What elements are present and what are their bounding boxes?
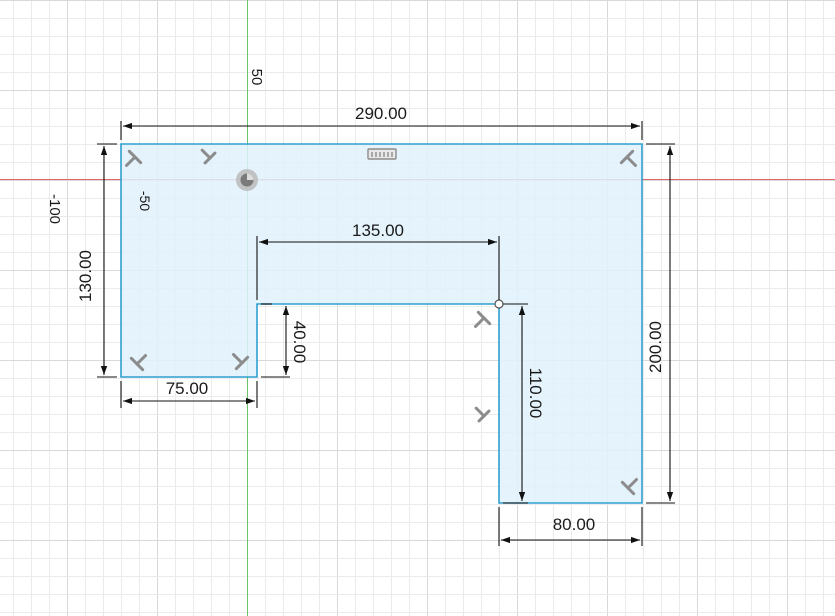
dimension-left-leg-width[interactable] bbox=[120, 381, 258, 408]
perpendicular-constraint-icon[interactable] bbox=[620, 474, 642, 496]
perpendicular-constraint-icon[interactable] bbox=[619, 149, 641, 171]
coincident-point-icon[interactable] bbox=[494, 299, 504, 309]
dimension-left-leg-height[interactable] bbox=[97, 143, 117, 378]
dimension-right-leg-width[interactable] bbox=[498, 507, 643, 546]
perpendicular-constraint-icon[interactable] bbox=[129, 350, 151, 372]
dimension-overall-height-label[interactable]: 200.00 bbox=[646, 321, 665, 373]
dimension-right-leg-height-label[interactable]: 110.00 bbox=[526, 368, 545, 419]
perpendicular-constraint-icon[interactable] bbox=[121, 149, 143, 171]
dimension-notch-depth[interactable] bbox=[261, 303, 290, 378]
horizontal-constraint-icon[interactable] bbox=[367, 148, 397, 160]
perpendicular-constraint-icon[interactable] bbox=[228, 349, 250, 371]
perpendicular-constraint-icon[interactable] bbox=[471, 403, 491, 423]
dimension-notch-width-label[interactable]: 135.00 bbox=[352, 221, 404, 240]
dimension-overall-width[interactable] bbox=[120, 121, 643, 140]
axis-label-left-inner: -50 bbox=[137, 191, 153, 211]
dimension-notch-width[interactable] bbox=[256, 236, 500, 300]
dimension-right-leg-height[interactable] bbox=[503, 303, 528, 504]
axis-label-left-outer: -100 bbox=[46, 194, 63, 224]
perpendicular-constraint-icon[interactable] bbox=[197, 145, 217, 165]
sketch-profile[interactable] bbox=[120, 143, 643, 504]
perpendicular-constraint-icon[interactable] bbox=[470, 310, 492, 332]
axis-label-top: 50 bbox=[248, 69, 265, 86]
dimension-right-leg-width-label[interactable]: 80.00 bbox=[553, 515, 596, 534]
dimension-left-leg-height-label[interactable]: 130.00 bbox=[76, 250, 95, 302]
origin-marker-icon[interactable] bbox=[236, 169, 258, 191]
dimension-overall-width-label[interactable]: 290.00 bbox=[355, 104, 407, 123]
dimension-overall-height[interactable] bbox=[646, 143, 675, 504]
dimension-notch-depth-label[interactable]: 40.00 bbox=[290, 321, 309, 364]
dimension-left-leg-width-label[interactable]: 75.00 bbox=[166, 379, 209, 398]
